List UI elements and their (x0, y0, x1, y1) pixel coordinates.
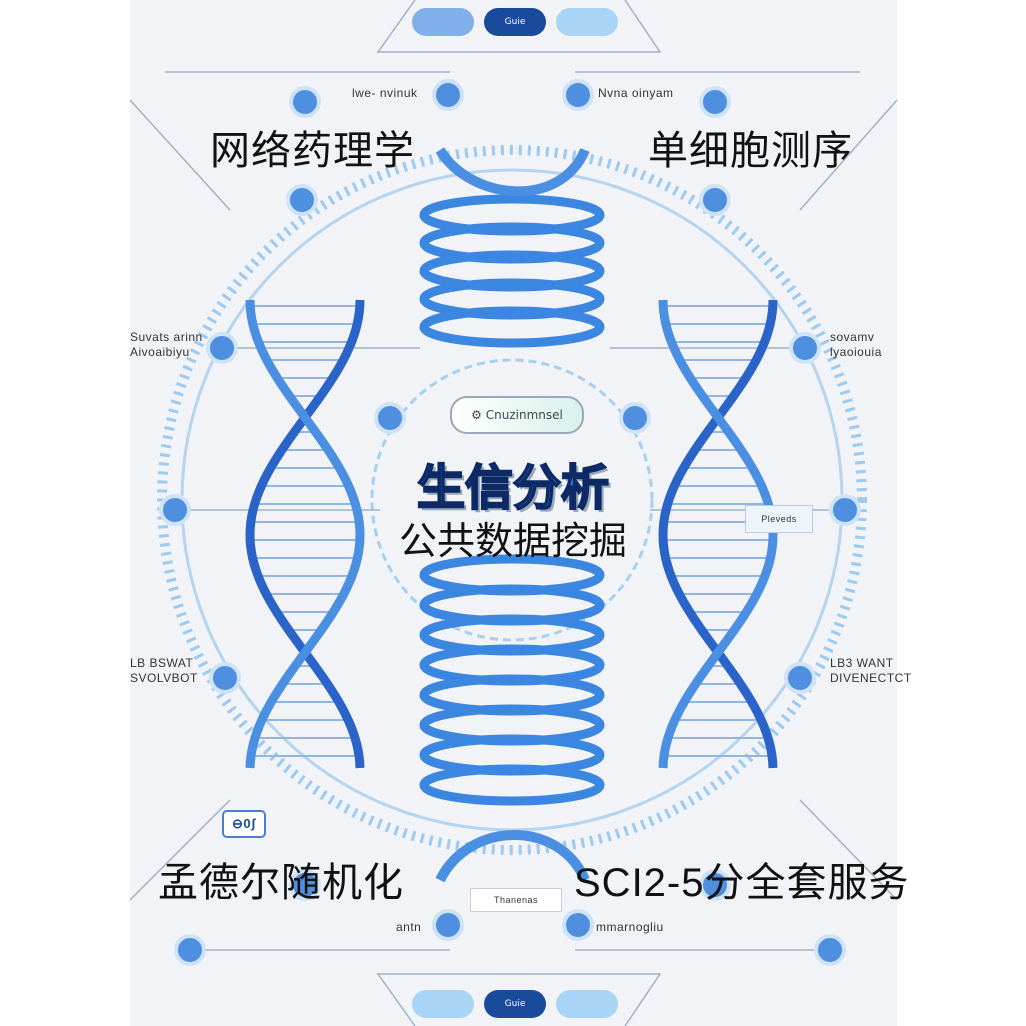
node-dot (286, 184, 318, 216)
top-nav-button-2[interactable]: Guie (484, 8, 546, 36)
label-bottom-right: mmarnogliu (596, 920, 664, 934)
badge: ⊖0ʃ (222, 810, 266, 838)
center-pill[interactable]: ⚙ Cnuzinmnsel (450, 396, 584, 434)
top-nav-button-1[interactable] (412, 8, 474, 36)
subtitle: 公共数据挖掘 (398, 521, 627, 563)
heading-network-pharmacology: 网络药理学 (210, 129, 415, 173)
helix-strand (435, 830, 590, 883)
node-dot (562, 909, 594, 941)
heading-mendelian: 孟德尔随机化 (158, 861, 404, 905)
bottom-nav-button-3[interactable] (556, 990, 618, 1018)
helix-strand (658, 299, 778, 769)
label-top-right: Nvna oinyam (598, 86, 674, 100)
node-dot (174, 934, 206, 966)
center-pill-label: Cnuzinmnsel (485, 408, 563, 422)
outer-ring (157, 145, 867, 855)
node-dot (619, 402, 651, 434)
coil-ring (419, 764, 605, 806)
coil-ring (419, 306, 605, 348)
right-card: Pleveds (745, 505, 813, 533)
top-nav-button-3[interactable] (556, 8, 618, 36)
label-top-left: lwe- nvinuk (352, 86, 418, 100)
node-dot (814, 934, 846, 966)
node-dot (289, 869, 321, 901)
helix-strand (658, 299, 778, 769)
label-bottom-left: antn (396, 920, 422, 934)
bottom-trapezoid (376, 973, 662, 1026)
node-dot (829, 494, 861, 526)
node-dot (159, 494, 191, 526)
node-dot (789, 332, 821, 364)
helix-strand (245, 299, 365, 769)
node-dot (784, 662, 816, 694)
node-dot (432, 909, 464, 941)
node-dot (562, 79, 594, 111)
node-dot (374, 402, 406, 434)
node-dot (206, 332, 238, 364)
bottom-nav-button-1[interactable] (412, 990, 474, 1018)
helix-strand (245, 299, 365, 769)
top-trapezoid (376, 0, 662, 53)
node-dot (699, 86, 731, 118)
heading-single-cell: 单细胞测序 (648, 129, 853, 173)
heading-sci-service: SCI2-5分全套服务 (574, 861, 910, 905)
node-dot (209, 662, 241, 694)
node-dot (699, 184, 731, 216)
bottom-nav-button-2[interactable]: Guie (484, 990, 546, 1018)
gear-icon: ⚙ (471, 408, 486, 422)
helix-strand (435, 147, 590, 197)
label-bottom-center: Thanenas (470, 888, 562, 912)
node-dot (432, 79, 464, 111)
main-title: 生信分析 (416, 461, 610, 516)
node-dot (289, 86, 321, 118)
node-dot (699, 869, 731, 901)
